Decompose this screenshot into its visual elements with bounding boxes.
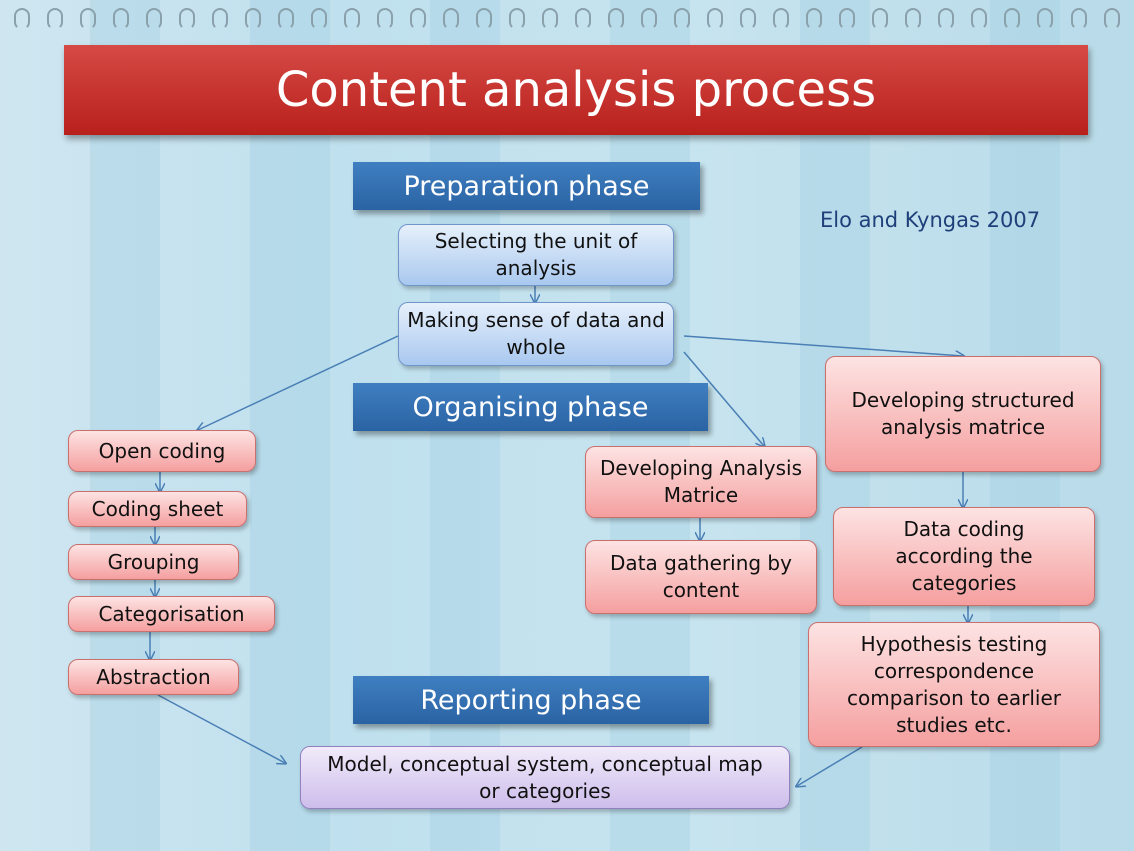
notebook-rings [14, 8, 1120, 34]
arrow-making-sense-to-open-coding [198, 335, 399, 430]
ring-icon [476, 8, 493, 30]
model-output-node: Model, conceptual system, conceptual map… [300, 746, 790, 809]
ring-icon [905, 8, 922, 30]
ring-icon [806, 8, 823, 30]
ring-icon [212, 8, 229, 30]
ring-icon [1037, 8, 1054, 30]
arrow-hypothesis-to-model [797, 746, 863, 786]
arrow-making-sense-to-analysis-matrice [683, 351, 764, 446]
title-banner: Content analysis process [64, 45, 1088, 135]
ring-icon [1070, 8, 1087, 30]
selecting-unit-node: Selecting the unit of analysis [398, 224, 674, 286]
slide-title: Content analysis process [275, 62, 877, 118]
ring-icon [971, 8, 988, 30]
citation: Elo and Kyngas 2007 [820, 208, 1041, 232]
arrow-abstraction-to-model [157, 694, 285, 763]
ring-icon [113, 8, 130, 30]
ring-icon [641, 8, 658, 30]
developing-structured-node: Developing structured analysis matrice [825, 356, 1101, 472]
ring-icon [740, 8, 757, 30]
organising-phase-label: Organising phase [353, 383, 708, 431]
data-gathering-node: Data gathering by content [585, 540, 817, 614]
ring-icon [575, 8, 592, 30]
ring-icon [773, 8, 790, 30]
coding-sheet-node: Coding sheet [68, 491, 247, 527]
ring-icon [839, 8, 856, 30]
developing-analysis-matrice-node: Developing Analysis Matrice [585, 446, 817, 518]
ring-icon [608, 8, 625, 30]
grouping-node: Grouping [68, 544, 239, 580]
data-coding-node: Data coding according the categories [833, 507, 1095, 606]
ring-icon [80, 8, 97, 30]
categorisation-node: Categorisation [68, 596, 275, 632]
ring-icon [47, 8, 64, 30]
ring-icon [311, 8, 328, 30]
ring-icon [674, 8, 691, 30]
ring-icon [509, 8, 526, 30]
arrow-making-sense-to-structured [683, 335, 963, 356]
ring-icon [1103, 8, 1120, 30]
background-stripe [250, 0, 330, 851]
ring-icon [377, 8, 394, 30]
ring-icon [410, 8, 427, 30]
abstraction-node: Abstraction [68, 659, 239, 695]
reporting-phase-label: Reporting phase [353, 676, 709, 724]
ring-icon [443, 8, 460, 30]
ring-icon [344, 8, 361, 30]
ring-icon [872, 8, 889, 30]
preparation-phase-label: Preparation phase [353, 162, 700, 210]
ring-icon [179, 8, 196, 30]
ring-icon [245, 8, 262, 30]
hypothesis-testing-node: Hypothesis testing correspondence compar… [808, 622, 1100, 747]
ring-icon [14, 8, 30, 30]
ring-icon [1004, 8, 1021, 30]
making-sense-node: Making sense of data and whole [398, 302, 674, 366]
ring-icon [146, 8, 163, 30]
background-stripe [90, 0, 160, 851]
ring-icon [707, 8, 724, 30]
ring-icon [278, 8, 295, 30]
ring-icon [938, 8, 955, 30]
ring-icon [542, 8, 559, 30]
open-coding-node: Open coding [68, 430, 256, 472]
